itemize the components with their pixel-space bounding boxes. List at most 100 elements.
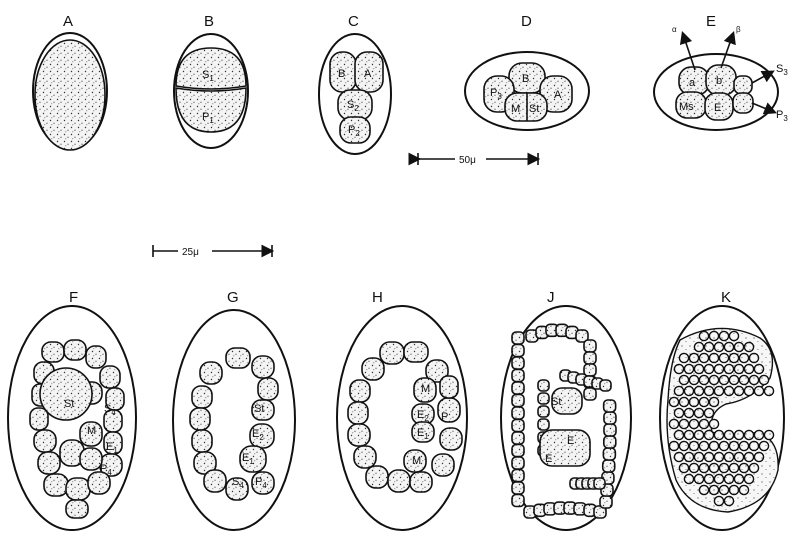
- cell: [512, 332, 524, 344]
- cell: [719, 353, 728, 362]
- zygote-cell: [35, 40, 105, 150]
- cell: [689, 397, 698, 406]
- cell: [704, 452, 713, 461]
- cell: [714, 364, 723, 373]
- cell: [739, 485, 748, 494]
- cell: [512, 345, 524, 357]
- panel-j: J St E E: [501, 289, 631, 530]
- cell: [704, 474, 713, 483]
- cell: [679, 419, 688, 428]
- cell: [694, 474, 703, 483]
- cell: [744, 342, 753, 351]
- cell: [512, 357, 524, 369]
- cell: [192, 430, 212, 452]
- cell: [719, 463, 728, 472]
- cell: [64, 340, 86, 360]
- cell: [512, 495, 524, 507]
- cell: [348, 402, 368, 424]
- cell: [729, 485, 738, 494]
- cell: [594, 478, 605, 489]
- cell: [410, 472, 432, 492]
- cell: [604, 400, 616, 412]
- scale-label-bottom: 25μ: [182, 247, 199, 258]
- panel-label-h: H: [372, 289, 383, 306]
- panel-h: H M E2 E1 P M: [337, 289, 467, 530]
- cell: [190, 408, 210, 430]
- cell: [538, 393, 549, 404]
- cell: [714, 452, 723, 461]
- cell: [729, 331, 738, 340]
- cell: [538, 419, 549, 430]
- cell: [603, 448, 615, 460]
- cell: [764, 386, 773, 395]
- cell: [699, 419, 708, 428]
- cell: [694, 452, 703, 461]
- cell: [749, 463, 758, 472]
- cell: [724, 452, 733, 461]
- panel-label-e: E: [706, 13, 716, 30]
- cell: [674, 364, 683, 373]
- cell: [709, 397, 718, 406]
- cell-label-e-left: E: [545, 453, 552, 465]
- cell: [724, 342, 733, 351]
- cell: [30, 408, 48, 430]
- cell: [709, 375, 718, 384]
- cell: [694, 408, 703, 417]
- cell: [749, 375, 758, 384]
- cell-label-m-top: M: [421, 383, 430, 395]
- cell: [739, 441, 748, 450]
- cell: [754, 386, 763, 395]
- cell: [258, 378, 278, 400]
- cell: [512, 407, 524, 419]
- cell: [709, 463, 718, 472]
- cell: [100, 366, 120, 388]
- cell: [699, 397, 708, 406]
- cell: [669, 397, 678, 406]
- cell-label-m-bottom: M: [412, 455, 421, 467]
- cell: [600, 496, 612, 508]
- cell: [704, 364, 713, 373]
- arrow-label-s3: S3: [776, 63, 788, 77]
- cell: [669, 441, 678, 450]
- cell-label-a: A: [364, 68, 372, 80]
- panel-b: B S1 P1: [174, 13, 248, 148]
- cell: [679, 375, 688, 384]
- scale-label-top: 50μ: [459, 155, 476, 166]
- cell: [538, 380, 549, 391]
- cell: [603, 460, 615, 472]
- cell: [38, 452, 60, 474]
- cell: [744, 452, 753, 461]
- cell: [34, 430, 56, 452]
- cell: [684, 386, 693, 395]
- cell: [684, 452, 693, 461]
- cell: [584, 388, 596, 400]
- cell-label-st: St: [529, 103, 539, 115]
- cell: [679, 397, 688, 406]
- cell: [538, 406, 549, 417]
- cell: [754, 364, 763, 373]
- cell: [684, 474, 693, 483]
- cell: [714, 342, 723, 351]
- cell: [440, 428, 462, 450]
- cell: [679, 463, 688, 472]
- cell: [704, 386, 713, 395]
- cell: [669, 419, 678, 428]
- cell: [699, 353, 708, 362]
- cell-label-e: E: [714, 102, 721, 114]
- cell: [204, 470, 226, 492]
- scale-bar-bottom: 25μ: [153, 245, 272, 258]
- cell: [734, 364, 743, 373]
- cell-label-e-mid: E: [567, 435, 574, 447]
- cell: [759, 375, 768, 384]
- cell: [729, 375, 738, 384]
- cell: [80, 448, 102, 470]
- cell: [719, 441, 728, 450]
- arrow-label-alpha: α: [672, 25, 677, 34]
- cell: [689, 353, 698, 362]
- cell: [226, 348, 250, 368]
- cell: [724, 430, 733, 439]
- cell: [512, 457, 524, 469]
- panel-label-c: C: [348, 13, 359, 30]
- panel-label-a: A: [63, 13, 73, 30]
- cell-label-ms: Ms: [679, 101, 694, 113]
